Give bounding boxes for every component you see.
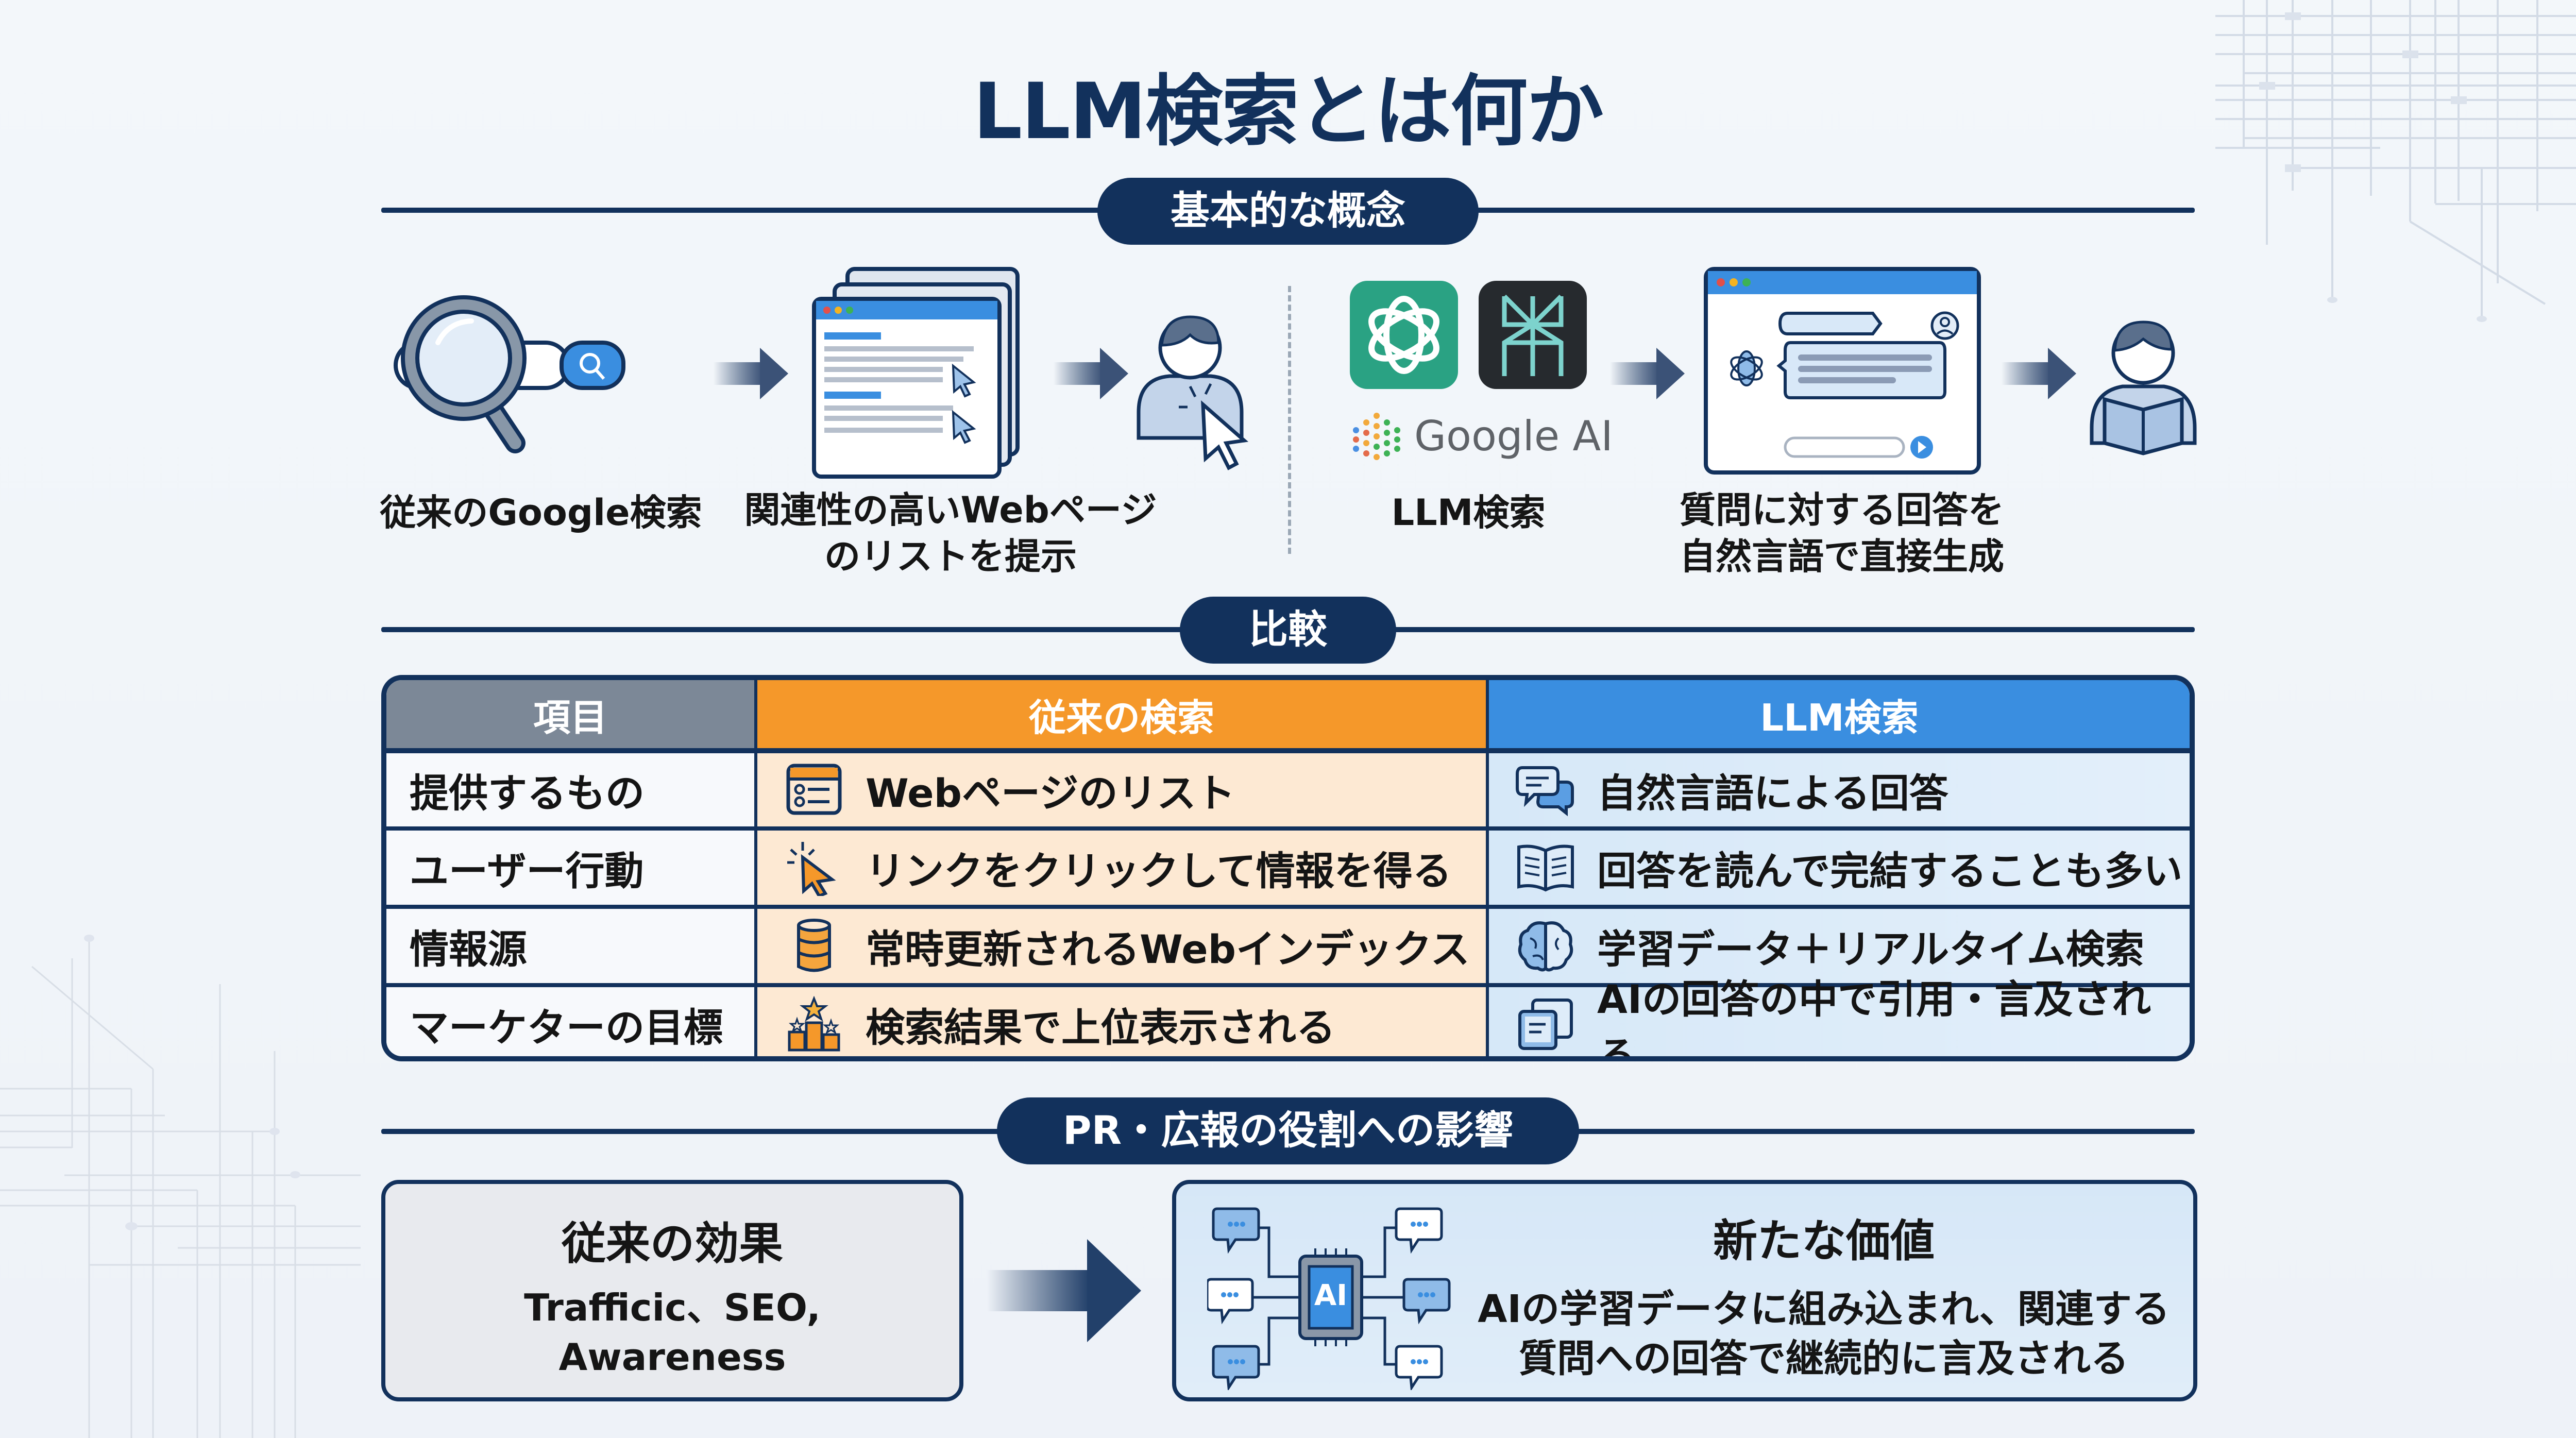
new-value-title: 新たな価値 — [1713, 1215, 1935, 1267]
table-row: マーケターの目標 検索結果で上位表示される AIの回答の中で引用・言及される — [386, 976, 2190, 1056]
row-traditional-text: 常時更新されるWebインデックス — [866, 926, 1470, 972]
circuit-decoration-bottom-left — [0, 935, 361, 1438]
traditional-effect-line1: Trafficic、SEO, — [524, 1286, 821, 1329]
section-header-comparison: 比較 — [1180, 597, 1396, 664]
new-value-text-block: 新たな価値 AIの学習データに組み込まれ、関連する 質問への回答で継続的に言及さ… — [1465, 1205, 2183, 1383]
column-header-llm: LLM検索 — [1489, 680, 2190, 748]
row-llm-text: AIの回答の中で引用・言及される — [1597, 976, 2151, 1061]
row-llm-cell: 自然言語による回答 — [1489, 753, 2190, 826]
traditional-effect-box: 従来の効果 Trafficic、SEO, Awareness — [381, 1180, 963, 1401]
row-llm-cell: AIの回答の中で引用・言及される — [1489, 976, 2190, 1056]
podium-star-icon — [788, 996, 840, 1052]
column-header-item: 項目 — [386, 680, 757, 748]
row-llm-cell: 回答を読んで完結することも多い — [1489, 831, 2190, 905]
concept-divider — [1288, 286, 1291, 554]
row-llm-text: 学習データ＋リアルタイム検索 — [1597, 926, 2144, 972]
list-window-icon — [786, 764, 842, 815]
quote-document-icon — [1518, 999, 1573, 1050]
arrow-right-icon — [1610, 348, 1685, 399]
row-traditional-cell: 常時更新されるWebインデックス — [757, 909, 1489, 983]
database-icon — [797, 919, 831, 972]
ai-chip-network-icon: AI — [1207, 1207, 1451, 1390]
web-results-pages-icon — [812, 267, 1020, 479]
traditional-effect-line2: Awareness — [558, 1335, 786, 1379]
new-value-box: AI 新たな価値 AIの学習データに組み込まれ、関連する 質問への回答で継続的に… — [1172, 1180, 2197, 1401]
row-llm-text: 回答を読んで完結することも多い — [1597, 848, 2183, 894]
comparison-table: 項目 従来の検索 LLM検索 提供するもの Webページのリスト 自然言語による… — [381, 675, 2195, 1061]
row-traditional-text: 検索結果で上位表示される — [866, 1005, 1335, 1051]
caption-llm-answer-line1: 質問に対する回答を — [1680, 489, 2004, 531]
column-header-traditional: 従来の検索 — [757, 680, 1489, 748]
traditional-effect-title: 従来の効果 — [562, 1218, 783, 1270]
table-row: 提供するもの Webページのリスト 自然言語による回答 — [386, 748, 2190, 826]
table-row: ユーザー行動 リンクをクリックして情報を得る 回答を読んで完結することも多い — [386, 826, 2190, 905]
ai-chat-window-icon — [1704, 267, 1981, 475]
arrow-right-large-icon — [987, 1239, 1141, 1342]
new-value-line1: AIの学習データに組み込まれ、関連する — [1478, 1287, 2170, 1331]
caption-llm-answer-line2: 自然言語で直接生成 — [1680, 535, 2004, 578]
caption-webpage-list-line2: のリストを提示 — [824, 535, 1077, 578]
user-clicking-icon — [1137, 315, 1249, 470]
new-value-line2: 質問への回答で継続的に言及される — [1519, 1337, 2129, 1381]
caption-llm-answer: 質問に対する回答を 自然言語で直接生成 — [1654, 487, 2030, 580]
row-item-label: ユーザー行動 — [386, 831, 757, 905]
row-item-label: マーケターの目標 — [386, 987, 757, 1056]
perplexity-logo-icon — [1479, 281, 1587, 389]
row-traditional-cell: リンクをクリックして情報を得る — [757, 831, 1489, 905]
arrow-right-icon — [1054, 348, 1128, 399]
caption-llm-search: LLM検索 — [1391, 492, 1546, 534]
arrow-right-icon — [714, 348, 788, 399]
chat-bubbles-icon — [1516, 766, 1574, 817]
table-header-row: 項目 従来の検索 LLM検索 — [386, 680, 2190, 748]
brain-icon — [1518, 921, 1573, 972]
row-traditional-text: Webページのリスト — [866, 770, 1235, 816]
row-llm-cell: 学習データ＋リアルタイム検索 — [1489, 909, 2190, 983]
user-reading-icon — [2090, 320, 2197, 455]
row-item-label: 情報源 — [386, 909, 757, 983]
section-header-impact: PR・広報の役割への影響 — [997, 1097, 1579, 1164]
row-traditional-cell: Webページのリスト — [757, 753, 1489, 826]
row-traditional-cell: 検索結果で上位表示される — [757, 987, 1489, 1056]
row-llm-text: 自然言語による回答 — [1597, 770, 1948, 816]
open-book-icon — [1517, 844, 1574, 892]
arrow-right-icon — [2002, 348, 2076, 399]
row-item-label: 提供するもの — [386, 753, 757, 826]
row-traditional-text: リンクをクリックして情報を得る — [866, 848, 1452, 894]
table-row: 情報源 常時更新されるWebインデックス 学習データ＋リアルタイム検索 — [386, 905, 2190, 983]
caption-webpage-list-line1: 関連性の高いWebページ — [744, 489, 1157, 531]
google-ai-label: Google AI — [1414, 412, 1613, 460]
ai-chip-label: AI — [1314, 1279, 1347, 1312]
section-header-concept: 基本的な概念 — [1097, 178, 1479, 245]
page-title: LLM検索とは何か — [973, 67, 1604, 157]
search-bar-magnifier-icon — [394, 295, 625, 453]
chatgpt-logo-icon — [1350, 281, 1458, 389]
caption-webpage-list: 関連性の高いWebページ のリストを提示 — [732, 487, 1170, 580]
click-cursor-icon — [787, 842, 836, 896]
caption-traditional-search: 従来のGoogle検索 — [380, 492, 702, 534]
google-ai-logo-icon — [1353, 413, 1400, 460]
